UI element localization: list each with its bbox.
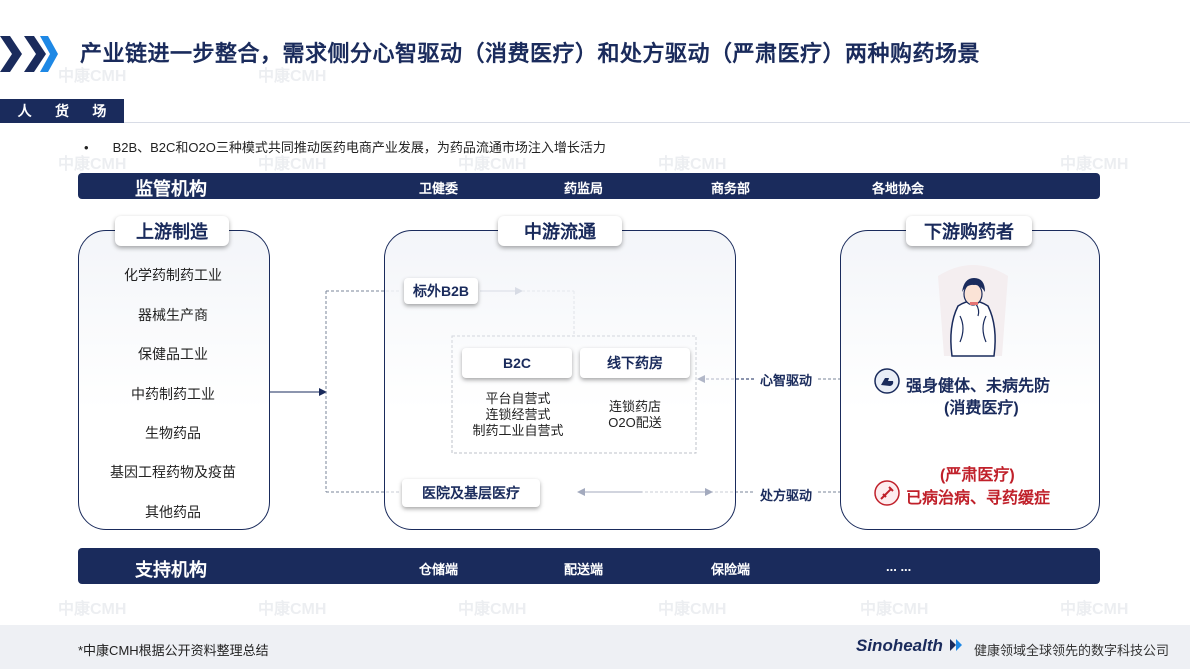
chevron-right-icon [24,36,58,72]
upstream-title: 上游制造 [115,216,229,246]
upstream-panel [78,230,270,530]
serious-benefit: 已病治病、寻药缓症 [906,490,1051,507]
regulator-item: 各地协会 [872,181,925,196]
regulators-label: 监管机构 [135,179,207,199]
prescription-driver-label: 处方驱动 [756,485,817,504]
b2c-mode: 连锁经营式 [485,407,551,422]
b2c-mode: 制药工业自营式 [472,423,564,438]
footer [0,625,1190,669]
support-bar: 支持机构 仓储端 配送端 保险端 ... ... [78,548,1100,584]
divider [124,122,1190,123]
offline-mode: 连锁药店 [608,399,661,414]
bullet-text: B2B、B2C和O2O三种模式共同推动医药电商产业发展，为药品流通市场注入增长活… [112,140,606,155]
regulator-item: 卫健委 [419,181,459,196]
offline-mode: O2O配送 [608,415,662,430]
company-logo: Sinohealth [856,636,964,656]
chevron-right-icon [0,36,22,72]
midstream-title: 中游流通 [498,216,622,246]
mind-driver-label: 心智驱动 [756,370,817,389]
logo-mark-icon [949,639,962,651]
logo-text: Sinohealth [856,636,943,655]
upstream-item: 其他药品 [145,504,201,520]
company-slogan: 健康领域全球领先的数字科技公司 [974,643,1170,658]
upstream-item: 中药制药工业 [131,386,215,402]
offline-modes: 连锁药店 O2O配送 [580,399,690,431]
downstream-title: 下游购药者 [906,216,1032,246]
regulators-bar: 监管机构 卫健委 药监局 商务部 各地协会 [78,173,1100,199]
upstream-item: 化学药制药工业 [124,267,222,283]
upstream-item: 基因工程药物及疫苗 [110,464,236,480]
support-item: 保险端 [711,562,751,577]
syringe-icon [874,480,900,506]
b2c-mode: 平台自营式 [485,391,551,406]
tag-char: 场 [92,103,107,119]
upstream-item: 生物药品 [145,425,201,441]
consumer-category: (消费医疗) [944,400,1019,417]
regulator-item: 商务部 [711,181,751,196]
support-label: 支持机构 [135,560,207,580]
section-tag: 人 货 场 [0,99,124,123]
source-note: *中康CMH根据公开资料整理总结 [78,643,269,658]
support-item: 配送端 [564,562,604,577]
hospital-chip: 医院及基层医疗 [402,479,540,507]
tag-char: 人 [17,103,32,119]
b2b-chip: 标外B2B [404,278,478,304]
upstream-item: 器械生产商 [138,307,208,323]
b2c-modes: 平台自营式 连锁经营式 制药工业自营式 [462,391,574,439]
support-item: ... ... [886,559,912,574]
upstream-item: 保健品工业 [138,346,208,362]
tag-char: 货 [54,103,69,119]
b2c-chip: B2C [462,348,572,378]
bullet-point: •B2B、B2C和O2O三种模式共同推动医药电商产业发展，为药品流通市场注入增长… [84,140,606,155]
offline-pharmacy-chip: 线下药房 [580,348,690,378]
sick-person-illustration [938,265,1008,357]
regulator-item: 药监局 [564,181,604,196]
page-title: 产业链进一步整合，需求侧分心智驱动（消费医疗）和处方驱动（严肃医疗）两种购药场景 [80,41,981,66]
consumer-benefit: 强身健体、未病先防 [906,378,1051,395]
serious-category: (严肃医疗) [940,467,1015,484]
support-item: 仓储端 [419,562,459,577]
arm-strength-icon [874,368,900,394]
